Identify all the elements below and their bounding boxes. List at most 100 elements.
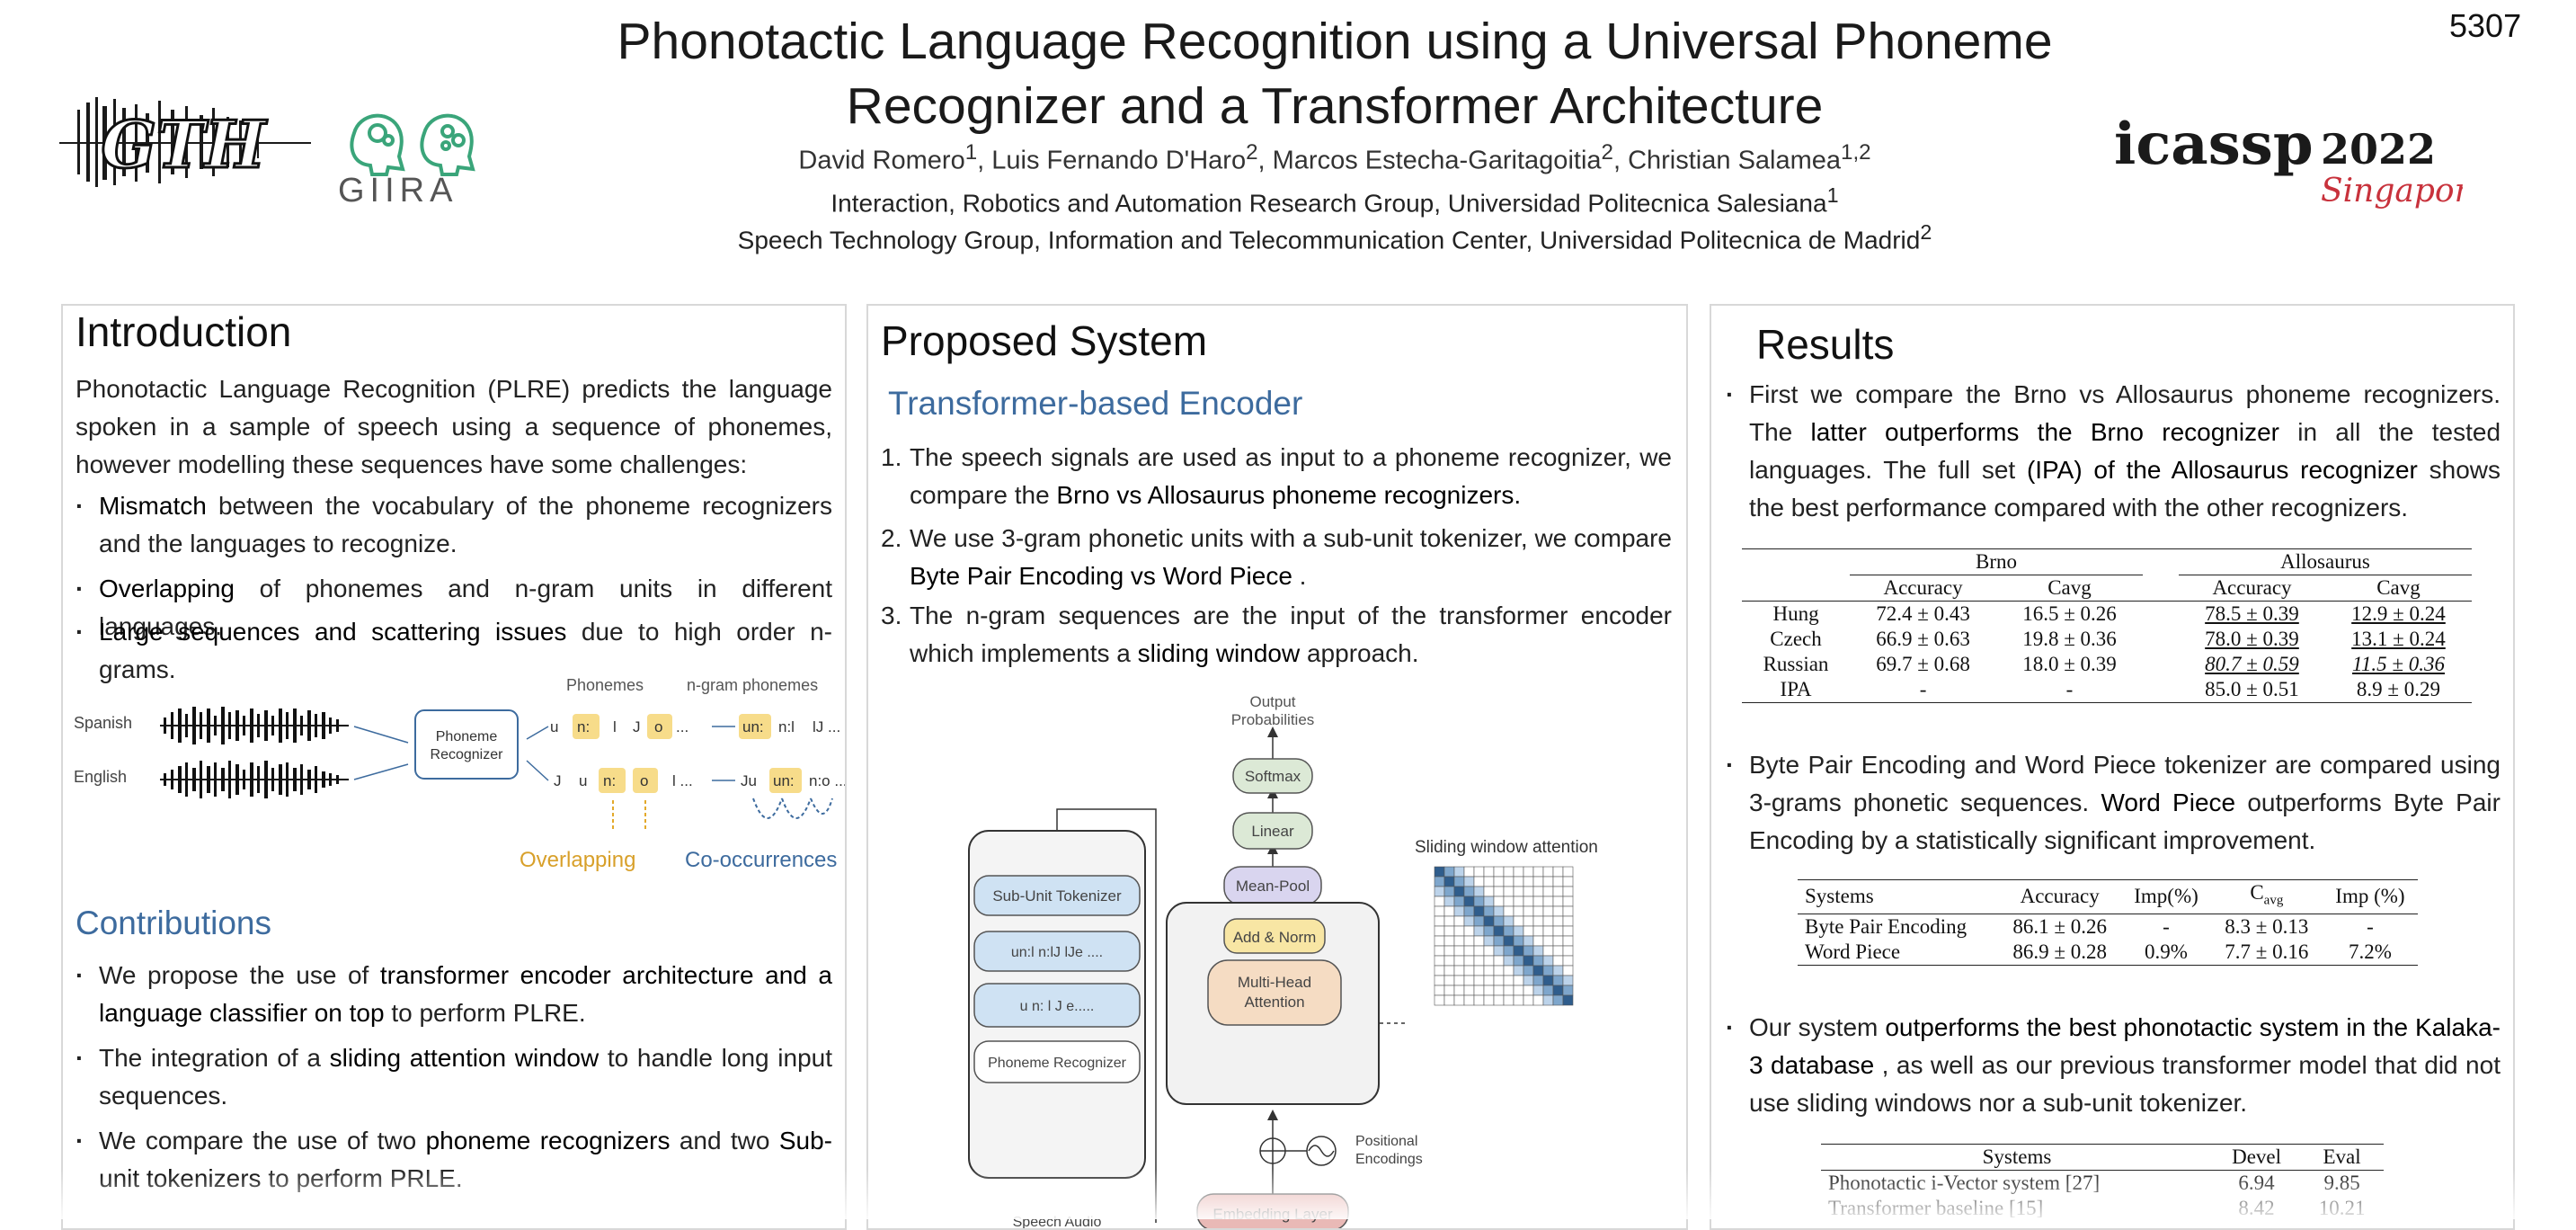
author-1: David Romero xyxy=(798,146,965,175)
table2-header-accuracy: Accuracy xyxy=(2020,885,2100,908)
table3-header-eval: Eval xyxy=(2323,1145,2361,1168)
attention-cell xyxy=(1542,905,1554,917)
table3-row-2-devel: 8.42 xyxy=(2238,1197,2275,1219)
author-4: Christian Salamea xyxy=(1628,146,1842,175)
contribution-1-highlight: transformer encoder architecture and a l… xyxy=(99,961,832,1027)
attention-cell xyxy=(1523,935,1534,947)
table2-row-1-cavg: 8.3 ± 0.13 xyxy=(2225,914,2309,938)
attention-cell xyxy=(1453,896,1465,907)
table1-row-2-brno-cavg: 19.8 ± 0.36 xyxy=(2022,628,2117,650)
proposed-system-panel: Proposed System Transformer-based Encode… xyxy=(866,304,1688,1230)
attention-cell xyxy=(1552,905,1564,917)
attention-cell xyxy=(1542,915,1554,927)
attention-cell xyxy=(1463,975,1475,986)
attention-cell xyxy=(1523,876,1534,887)
sp-phoneme-u: u xyxy=(550,718,558,735)
poster-title: Phonotactic Language Recognition using a… xyxy=(539,9,2130,138)
en-phoneme-2: o xyxy=(640,772,648,789)
attention-cell xyxy=(1523,905,1534,917)
attention-cell xyxy=(1532,965,1544,976)
attention-cell xyxy=(1443,994,1455,1006)
intro-bullet-1-text: between the vocabulary of the phoneme re… xyxy=(99,492,832,557)
attention-cell xyxy=(1473,945,1485,957)
attention-cell xyxy=(1434,915,1445,927)
attention-cell xyxy=(1513,905,1524,917)
attention-cell xyxy=(1562,905,1574,917)
attention-cell xyxy=(1542,994,1554,1006)
attention-cell xyxy=(1562,955,1574,967)
attention-cell xyxy=(1453,965,1465,976)
attention-cell xyxy=(1483,955,1495,967)
attention-cell xyxy=(1503,866,1515,878)
table1-row-3-brno-cavg: 18.0 ± 0.39 xyxy=(2022,653,2117,675)
table1-col-allo-cavg: Cavg xyxy=(2376,576,2421,599)
attention-cell xyxy=(1513,994,1524,1006)
attention-cell xyxy=(1493,955,1505,967)
attention-cell xyxy=(1434,994,1445,1006)
attention-cell xyxy=(1542,925,1554,937)
attention-cell xyxy=(1562,935,1574,947)
attention-cell xyxy=(1542,945,1554,957)
attention-cell xyxy=(1483,925,1495,937)
table3-row-2-eval: 10.21 xyxy=(2318,1197,2366,1219)
attention-cell xyxy=(1513,925,1524,937)
en-ngram-1: Ju xyxy=(741,772,757,789)
en-ngram-2: un: xyxy=(773,772,795,789)
label-cooccurrences: Co-occurrences xyxy=(685,848,837,872)
table-row: Word Piece 86.9 ± 0.28 0.9% 7.7 ± 0.16 7… xyxy=(1798,940,2418,966)
attention-cell xyxy=(1483,945,1495,957)
tokenizer-comparison-table: Systems Accuracy Imp(%) Cavg Imp (%) Byt… xyxy=(1798,879,2418,966)
table2-header-cavg: Cavg xyxy=(2250,881,2284,908)
attention-cell xyxy=(1513,945,1524,957)
attention-cell xyxy=(1453,876,1465,887)
attention-cell xyxy=(1523,975,1534,986)
introduction-title: Introduction xyxy=(76,308,292,355)
attention-cell xyxy=(1463,905,1475,917)
table1-row-3-allo-cavg: 11.5 ± 0.36 xyxy=(2352,653,2445,675)
attention-cell xyxy=(1453,975,1465,986)
attention-cell xyxy=(1443,935,1455,947)
table1-row-4-allo-acc: 85.0 ± 0.51 xyxy=(2205,678,2299,700)
affiliation-2: Speech Technology Group, Information and… xyxy=(539,220,2130,254)
attention-cell xyxy=(1473,965,1485,976)
proposed-item-2-highlight: Byte Pair Encoding vs Word Piece xyxy=(910,562,1292,590)
results-bullet-2-highlight: Word Piece xyxy=(2101,789,2236,816)
table1-row-4-allo-cavg: 8.9 ± 0.29 xyxy=(2356,678,2441,700)
attention-cell xyxy=(1513,866,1524,878)
table3-row-1-system: Phonotactic i-Vector system [27] xyxy=(1828,1172,2101,1194)
attention-cell xyxy=(1523,896,1534,907)
table-row: Hung 72.4 ± 0.43 16.5 ± 0.26 78.5 ± 0.39… xyxy=(1742,602,2472,628)
attention-cell xyxy=(1562,915,1574,927)
attention-cell xyxy=(1532,915,1544,927)
title-line-2: Recognizer and a Transformer Architectur… xyxy=(846,77,1824,135)
attention-cell xyxy=(1483,985,1495,996)
attention-cell xyxy=(1453,955,1465,967)
attention-cell xyxy=(1483,886,1495,897)
table1-row-4-brno-cavg: - xyxy=(2065,678,2074,700)
attention-cell xyxy=(1443,896,1455,907)
attention-cell xyxy=(1443,965,1455,976)
sp-dots: ... xyxy=(676,718,688,735)
table1-row-1-brno-cavg: 16.5 ± 0.26 xyxy=(2022,602,2117,625)
attention-cell xyxy=(1503,955,1515,967)
attention-cell xyxy=(1562,925,1574,937)
table3-row-1-eval: 9.85 xyxy=(2323,1172,2360,1194)
author-3-sup: 2 xyxy=(1601,140,1613,165)
attention-cell xyxy=(1532,886,1544,897)
table1-group-brno: Brno xyxy=(1850,548,2143,575)
attention-cell xyxy=(1503,886,1515,897)
attention-cell xyxy=(1503,965,1515,976)
attention-cell xyxy=(1463,965,1475,976)
attention-cell xyxy=(1434,935,1445,947)
contribution-2-pre: The integration of a xyxy=(99,1044,330,1072)
attention-cell xyxy=(1463,896,1475,907)
attention-cell xyxy=(1552,896,1564,907)
proposed-item-2-pre: We use 3-gram phonetic units with a sub-… xyxy=(910,524,1672,552)
author-4-sup: 1,2 xyxy=(1841,140,1871,165)
meanpool-label: Mean-Pool xyxy=(1236,878,1310,895)
contribution-2-highlight: sliding attention window xyxy=(329,1044,600,1072)
sp-ngram-2: n:l xyxy=(778,718,795,735)
attention-cell xyxy=(1523,985,1534,996)
attention-cell xyxy=(1473,866,1485,878)
attention-cell xyxy=(1473,975,1485,986)
